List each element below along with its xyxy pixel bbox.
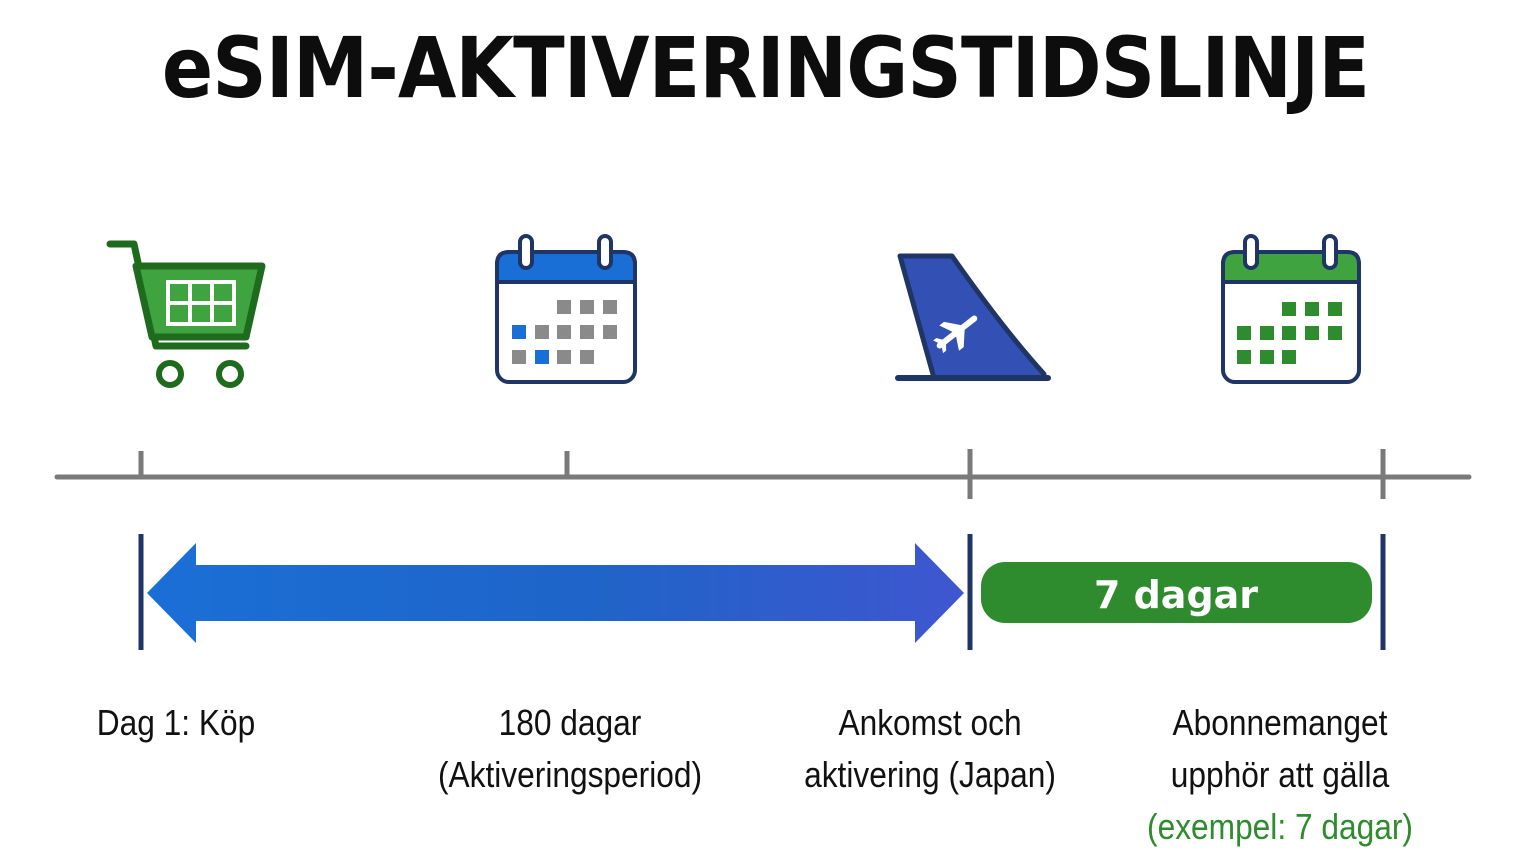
validity-bar (981, 562, 1372, 623)
milestone-label-arrival: Ankomst och aktivering (Japan) (789, 697, 1071, 801)
page-title: eSIM-AKTIVERINGSTIDSLINJE (161, 19, 1370, 117)
milestone-label-purchase: Dag 1: Köp (74, 697, 278, 749)
validity-bar-label: 7 dagar (1094, 573, 1258, 617)
airplane-tail-icon (895, 253, 1051, 381)
milestone-text: (Aktiveringsperiod) (437, 754, 703, 795)
milestone-text: Ankomst och (838, 702, 1022, 743)
milestone-label-expiry: Abonnemanget upphör att gälla (exempel: … (1130, 697, 1429, 853)
activation-period-arrow (147, 543, 964, 643)
milestone-text: upphör att gälla (1170, 754, 1390, 795)
calendar-blue-icon (495, 234, 637, 384)
milestone-label-activation-period: 180 dagar (Aktiveringsperiod) (420, 697, 719, 801)
shopping-cart-icon (106, 240, 266, 388)
milestone-text: 180 dagar (498, 702, 642, 743)
milestone-text: aktivering (Japan) (804, 754, 1056, 795)
milestone-note: (exempel: 7 dagar) (1147, 806, 1413, 847)
milestone-text: Abonnemanget (1172, 702, 1388, 743)
milestone-text: Dag 1: Köp (96, 702, 256, 743)
calendar-green-icon (1221, 234, 1361, 384)
